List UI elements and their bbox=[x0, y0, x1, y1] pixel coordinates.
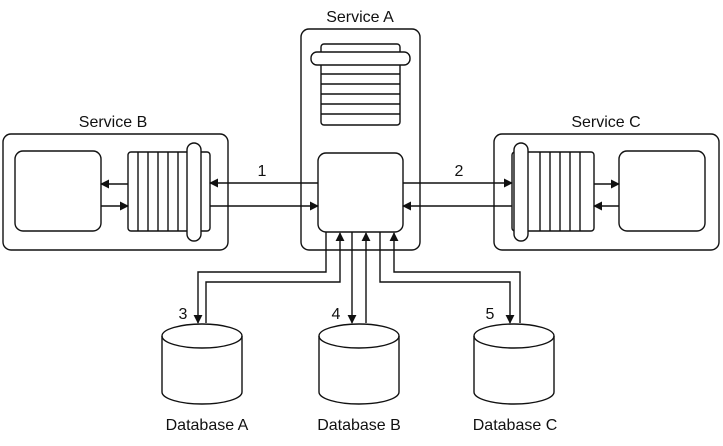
service-c: Service C bbox=[493, 114, 720, 251]
connection-2: 2 bbox=[402, 163, 513, 211]
connection-5-arrow bbox=[389, 232, 521, 323]
database-c-label: Database C bbox=[473, 417, 558, 434]
service-a-label: Service A bbox=[326, 9, 394, 26]
service-a-queue-icon bbox=[310, 43, 411, 126]
service-a: Service A bbox=[300, 9, 421, 251]
database-c: Database C bbox=[473, 323, 558, 434]
connection-5: 5 bbox=[379, 232, 521, 324]
service-c-label: Service C bbox=[571, 114, 640, 131]
service-b-label: Service B bbox=[79, 114, 147, 131]
database-b: Database B bbox=[317, 323, 401, 434]
service-c-core bbox=[618, 150, 706, 232]
service-b-queue-icon bbox=[127, 142, 211, 242]
database-a-label: Database A bbox=[166, 417, 249, 434]
service-a-core bbox=[317, 152, 404, 233]
database-a: Database A bbox=[161, 323, 249, 434]
service-b-core bbox=[14, 150, 102, 232]
database-b-cylinder bbox=[318, 323, 400, 405]
service-c-queue-icon bbox=[511, 142, 595, 242]
connection-3-arrow bbox=[193, 232, 327, 324]
connection-3-label: 3 bbox=[179, 306, 188, 323]
connection-3: 3 bbox=[179, 232, 345, 324]
connection-4-label: 4 bbox=[332, 306, 341, 323]
database-a-cylinder bbox=[161, 323, 243, 405]
connection-5-label: 5 bbox=[486, 306, 495, 323]
database-c-cylinder bbox=[473, 323, 555, 405]
connection-1: 1 bbox=[209, 163, 319, 211]
connection-2-label: 2 bbox=[455, 163, 464, 180]
connection-5-arrow bbox=[379, 232, 515, 324]
connection-4: 4 bbox=[332, 232, 371, 324]
connection-3-arrow bbox=[205, 232, 345, 323]
connection-1-label: 1 bbox=[258, 163, 267, 180]
service-b: Service B bbox=[2, 114, 229, 251]
database-b-label: Database B bbox=[317, 417, 401, 434]
